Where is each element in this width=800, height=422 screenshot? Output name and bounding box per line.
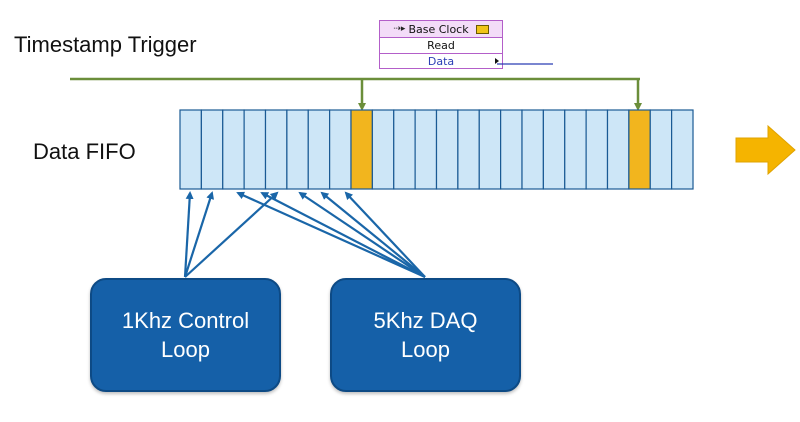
clock-arrow-icon: ⇢▸: [393, 24, 406, 34]
output-terminal-icon: [495, 58, 499, 64]
base-clock-node[interactable]: ⇢▸ Base Clock Read Data: [379, 20, 503, 69]
clock-terminal-icon: [475, 24, 489, 34]
arrow-1k-a: [183, 191, 194, 278]
fifo-slot: [243, 109, 267, 190]
control-loop-line1: 1Khz Control: [121, 308, 250, 333]
fifo-slot: [500, 109, 523, 190]
fifo-slot: [307, 109, 331, 190]
arrow-1k-b: [183, 191, 214, 278]
clock-row-read[interactable]: Read: [380, 38, 502, 54]
fifo-slot: [435, 109, 459, 190]
fifo-slot: [414, 109, 438, 190]
fifo-slot: [542, 109, 566, 190]
fifo-slot: [393, 109, 416, 190]
arrow-5k-c: [298, 191, 426, 278]
data-fifo-label: Data FIFO: [33, 139, 136, 164]
fifo-slot: [457, 109, 480, 190]
fifo-slot: [585, 109, 609, 190]
control-loop-line2: Loop: [161, 337, 210, 362]
base-clock-title: Base Clock: [408, 22, 469, 36]
arrow-5k-e: [344, 191, 426, 278]
fifo-slot: [521, 109, 544, 190]
fifo-slot: [286, 109, 309, 190]
output-arrow-icon: [735, 124, 796, 176]
daq-loop-line1: 5Khz DAQ: [373, 308, 478, 333]
loop-arrows: [183, 191, 426, 279]
timestamp-trigger-label: Timestamp Trigger: [14, 32, 197, 57]
fifo-slot: [478, 109, 502, 190]
arrow-1k-c: [184, 191, 279, 278]
fifo-slot: [264, 109, 288, 190]
fifo-slot: [564, 109, 587, 190]
fifo-slot: [606, 109, 630, 190]
fifo-slot: [200, 109, 224, 190]
arrow-5k-a: [236, 191, 426, 279]
fifo-slot: [329, 109, 352, 190]
clock-row-data-label: Data: [427, 55, 455, 68]
base-clock-header: ⇢▸ Base Clock: [380, 21, 502, 38]
control-loop-box[interactable]: 1Khz Control Loop: [90, 278, 281, 392]
fifo-slot: [671, 109, 694, 190]
arrow-5k-d: [320, 191, 426, 278]
daq-loop-box[interactable]: 5Khz DAQ Loop: [330, 278, 521, 392]
fifo-slot-marked: [350, 109, 373, 190]
fifo-slot: [179, 109, 202, 190]
arrow-5k-b: [260, 192, 426, 278]
fifo-slot: [649, 109, 673, 190]
daq-loop-line2: Loop: [401, 337, 450, 362]
clock-row-data[interactable]: Data: [380, 54, 502, 69]
fifo-slot-marked: [628, 109, 651, 190]
clock-row-read-label: Read: [427, 39, 455, 52]
fifo-slot: [371, 109, 395, 190]
fifo-cells: [179, 109, 694, 190]
fifo-slot: [222, 109, 245, 190]
